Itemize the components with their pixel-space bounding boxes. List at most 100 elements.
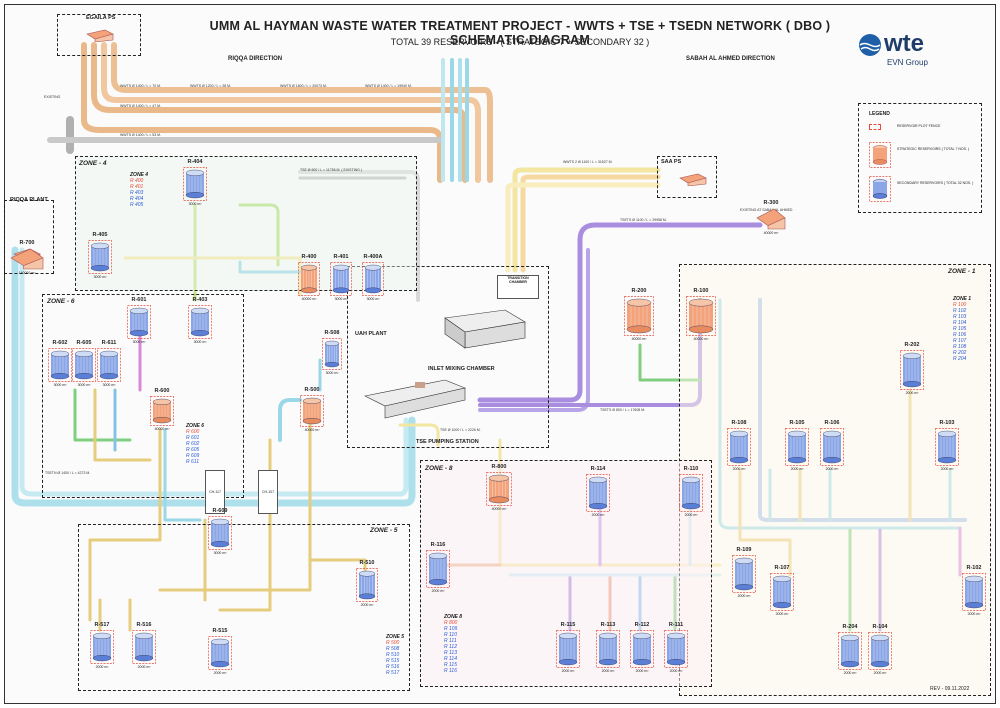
chamber-ch-107: CH-107	[258, 470, 278, 514]
plant-reservoir-icon	[756, 208, 786, 230]
reservoir-capacity: 3000 m³	[132, 340, 146, 344]
secondary-tank-icon	[208, 516, 232, 550]
secondary-tank-icon	[556, 630, 580, 668]
existing-label: EXISTING	[44, 95, 61, 99]
reservoir-capacity: 40000 m³	[154, 427, 170, 431]
reservoir-r-700: R-700 140000 m³	[10, 240, 44, 275]
reservoir-capacity: 40000 m³	[301, 297, 317, 301]
zone-5-list: ZONE 5 R 500 R 508 R 510 R 515 R 516 R 5…	[386, 634, 404, 676]
zone-8-list: ZONE 8 R 800 R 109 R 110 R 111 R 112 R 1…	[444, 614, 462, 674]
secondary-tank-icon	[88, 240, 112, 274]
riqqa-plant-label: RIQQA PLANT	[10, 197, 48, 203]
reservoir-capacity: 140000 m³	[18, 271, 36, 275]
zone-5-blue-1: R 510	[386, 652, 400, 658]
egaila-ps-box	[57, 14, 141, 56]
reservoir-r-102: R-102 2000 m³	[962, 565, 986, 616]
pipe-label-tsetn-1400: TSETN Ø 1400 / L = 4273 M.	[45, 471, 91, 475]
saa-ps-icon	[679, 173, 707, 186]
reservoir-capacity: 3000 m³	[334, 297, 348, 301]
secondary-reservoir-icon	[869, 176, 891, 202]
sabah-direction-label: SABAH AL AHMED DIRECTION	[686, 56, 775, 62]
zone-8-blue-4: R 113	[444, 650, 457, 656]
secondary-tank-icon	[732, 555, 756, 593]
zone-8-red-0: R 800	[444, 620, 458, 626]
secondary-tank-icon	[322, 338, 342, 370]
chamber-ch-117: CH-117	[205, 470, 225, 514]
diagram-title: UMM AL HAYMAN WASTE WATER TREATMENT PROJ…	[209, 19, 831, 47]
inlet-mixing-chamber-label: INLET MIXING CHAMBER	[428, 366, 495, 372]
secondary-tank-icon	[97, 348, 121, 382]
reservoir-id: R-100	[693, 288, 709, 294]
transition-chamber-box: TRANSITION CHAMBER	[497, 275, 539, 299]
reservoir-capacity: 2000 m³	[967, 612, 981, 616]
zone-5-boundary	[78, 524, 410, 691]
secondary-tank-icon	[596, 630, 620, 668]
pipe-label-wwts-1200: WWTS Ø 1200 / L = 28 M.	[190, 84, 232, 88]
zone-6-label: ZONE - 6	[47, 298, 75, 305]
reservoir-r-110: R-110 2000 m³	[679, 466, 703, 517]
secondary-tank-icon	[127, 305, 151, 339]
reservoir-id: R-800	[491, 464, 507, 470]
secondary-tank-icon	[132, 630, 156, 664]
pipe-label-wwts-2: WWTS 2 Ø 1100 / L = 31527 M.	[563, 160, 613, 164]
plant-buildings-icon	[364, 309, 526, 419]
reservoir-id: R-516	[136, 622, 152, 628]
reservoir-id: R-202	[904, 342, 920, 348]
secondary-tank-icon	[362, 262, 384, 296]
secondary-tank-icon	[679, 474, 703, 512]
reservoir-id: R-109	[736, 547, 752, 553]
reservoir-capacity: 2000 m³	[873, 671, 887, 675]
zone-6-blue-1: R 602	[186, 441, 200, 447]
reservoir-capacity: 3000 m³	[325, 371, 339, 375]
zone-1-list-title: ZONE 1	[953, 296, 972, 302]
zone-4-boundary	[75, 156, 417, 291]
reservoir-capacity: 3000 m³	[102, 383, 116, 387]
legend-strategic: STRATEGIC RESERVOIRS ( TOTAL 7 NOS. )	[897, 147, 970, 151]
reservoir-id: R-300	[763, 200, 779, 206]
reservoir-id: R-601	[131, 297, 147, 303]
reservoir-id: R-110	[683, 466, 699, 472]
plant-reservoir-icon	[10, 248, 44, 270]
reservoir-id: R-602	[52, 340, 68, 346]
reservoir-id: R-106	[824, 420, 840, 426]
secondary-tank-icon	[935, 428, 959, 466]
reservoir-capacity: 2000 m³	[775, 612, 789, 616]
reservoir-id: R-103	[939, 420, 955, 426]
reservoir-id: R-116	[430, 542, 446, 548]
zone-4-list: ZONE 4 R 400 R 401 R 403 R 404 R 405	[130, 172, 148, 208]
reservoir-id: R-611	[101, 340, 117, 346]
zone-8-blue-3: R 112	[444, 644, 457, 650]
reservoir-capacity: 2000 m³	[684, 513, 698, 517]
zone-5-list-title: ZONE 5	[386, 634, 405, 640]
reservoir-id: R-102	[966, 565, 982, 571]
uah-plant-box	[347, 266, 549, 448]
riqqa-direction-label: RIQQA DIRECTION	[228, 56, 283, 62]
zone-1-label: ZONE - 1	[948, 268, 976, 275]
reservoir-id: R-113	[600, 622, 616, 628]
zone-1-red-0: R 100	[953, 302, 967, 308]
diagram-subtitle: TOTAL 39 RESERVOIRS - ( STRATEGIC 7 + SE…	[390, 37, 650, 47]
zone-6-blue-3: R 609	[186, 453, 200, 459]
reservoir-id: R-115	[560, 622, 576, 628]
reservoir-capacity: 3000 m³	[366, 297, 380, 301]
reservoir-id: R-700	[19, 240, 35, 246]
wave-logo-icon	[859, 34, 881, 56]
secondary-tank-icon	[330, 262, 352, 296]
reservoir-id: R-510	[359, 560, 375, 566]
secondary-tank-icon	[72, 348, 96, 382]
reservoir-capacity: 2000 m³	[669, 669, 683, 673]
